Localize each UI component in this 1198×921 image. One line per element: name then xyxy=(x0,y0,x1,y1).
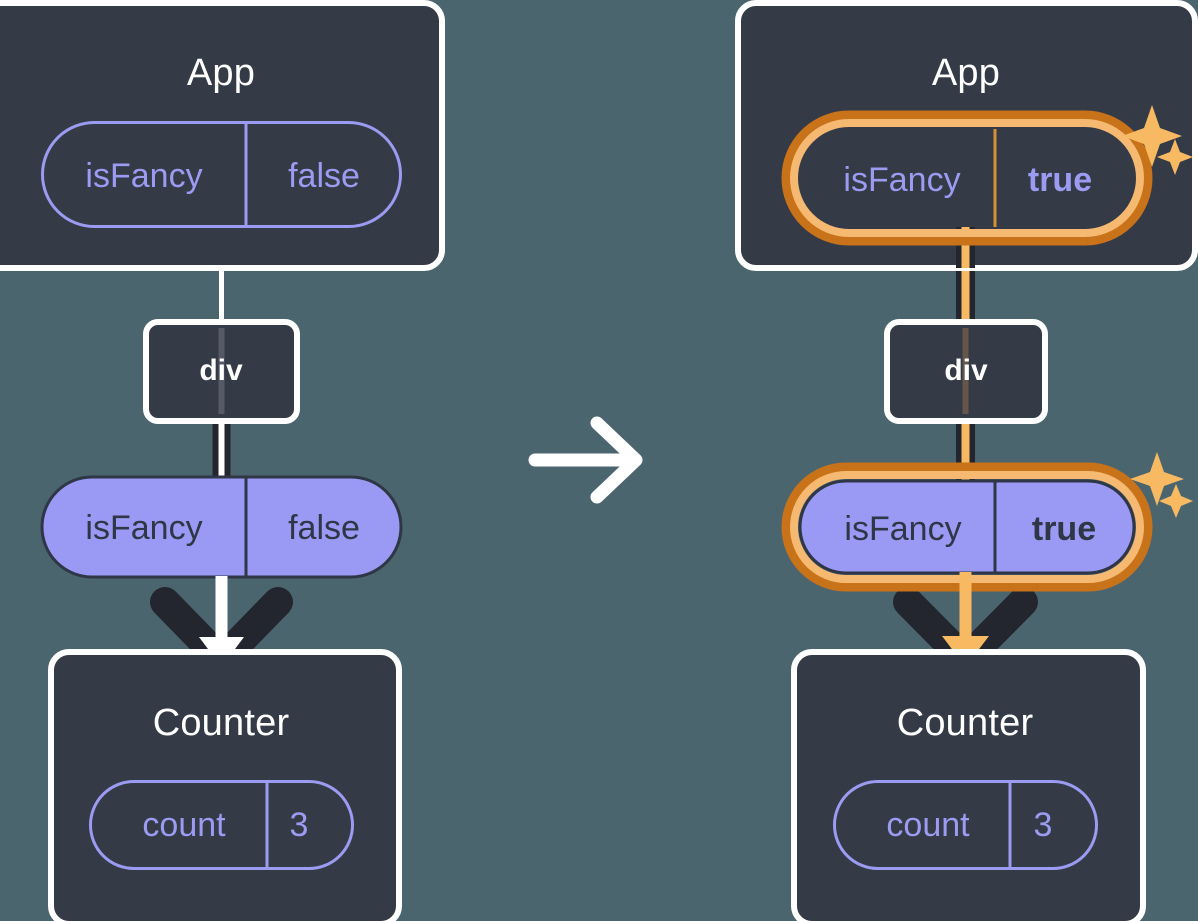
transition-arrow-head xyxy=(590,416,643,504)
counter-box-left xyxy=(48,649,402,921)
prop-pill-left xyxy=(40,475,403,579)
prop-pill-right xyxy=(798,479,1136,575)
sparkle-large-icon-app xyxy=(1122,105,1182,167)
app-pill-highlight-outer-right xyxy=(781,110,1153,246)
app-pill-right xyxy=(800,129,1134,227)
app-pill-highlight-inner-right xyxy=(790,119,1144,237)
app-box-left xyxy=(0,0,445,271)
sparkle-small-icon-prop xyxy=(1159,484,1193,518)
counter-box-right xyxy=(791,649,1146,921)
transition-arrow xyxy=(528,416,643,504)
panel-before xyxy=(0,0,445,921)
counter-pill-right xyxy=(833,780,1098,870)
sparkle-small-icon-app xyxy=(1157,139,1193,175)
app-pill-left xyxy=(41,121,402,228)
sparkle-large-icon-prop xyxy=(1130,452,1184,506)
panel-after xyxy=(735,0,1198,921)
counter-pill-left xyxy=(89,780,354,870)
